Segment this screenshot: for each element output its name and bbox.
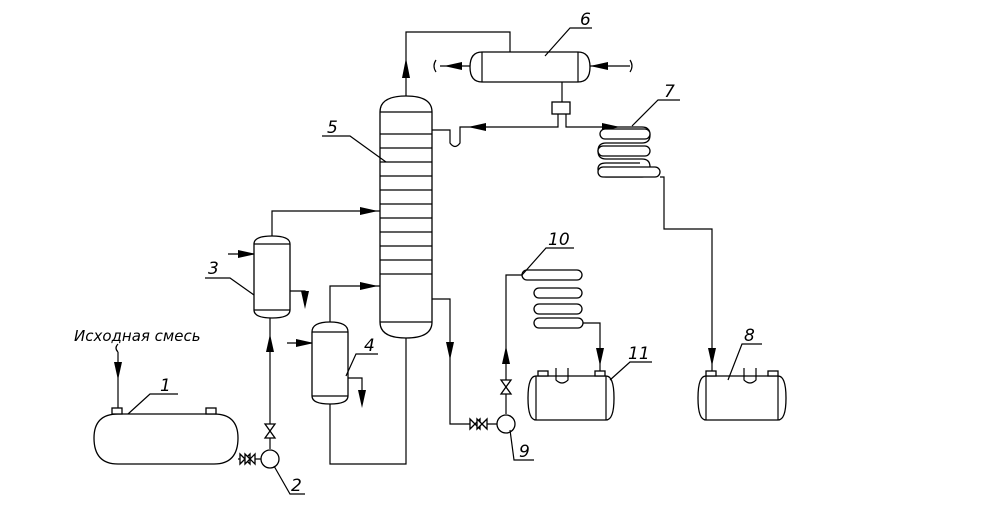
pipe-cooler10-tank11 — [583, 322, 601, 372]
pipe-boiler4-column — [329, 285, 380, 322]
arrow-boiler4-column — [360, 282, 378, 290]
leader-11 — [609, 361, 652, 381]
pipe-pump9-cooler10 — [505, 274, 522, 414]
arrow-heater3-column — [360, 207, 378, 215]
arrow-pump9-up — [502, 346, 510, 364]
splitter — [551, 101, 571, 115]
label-7: 7 — [664, 82, 675, 102]
pump-9 — [469, 379, 516, 434]
boiler-4 — [311, 321, 349, 405]
cooler-10 — [521, 269, 584, 329]
pipe-heater3-column — [271, 210, 380, 236]
pipe-column-residue — [432, 298, 498, 425]
arrow-boiler4-out — [358, 390, 366, 408]
leader-3 — [205, 277, 255, 296]
label-2: 2 — [291, 476, 302, 496]
cooling-water-wave-right — [629, 59, 633, 73]
label-8: 8 — [744, 326, 755, 346]
distillation-column — [379, 95, 433, 339]
label-1: 1 — [160, 376, 171, 396]
leader-8 — [727, 343, 762, 381]
cooling-water-wave-left — [433, 59, 437, 73]
label-9: 9 — [519, 442, 530, 462]
leader-10 — [521, 247, 574, 276]
arrow-residue-down — [446, 342, 454, 360]
leader-2 — [273, 465, 305, 495]
pipe-column-bottom-boiler4 — [329, 338, 407, 465]
heater-3 — [253, 235, 291, 319]
label-6: 6 — [580, 10, 591, 30]
column-trays — [380, 133, 432, 275]
cooler-7 — [597, 126, 661, 178]
feed-tank — [93, 407, 239, 465]
arrow-column-top — [402, 58, 410, 78]
arrow-to-tank8 — [708, 348, 716, 366]
feed-pipe-wave — [115, 343, 119, 353]
valve-2 — [263, 423, 277, 439]
label-10: 10 — [548, 230, 570, 250]
arrow-cooling-in — [590, 62, 608, 70]
residue-tank-11 — [527, 368, 615, 421]
leader-lines — [127, 27, 762, 495]
condenser-6 — [433, 51, 633, 115]
pipe-cooler7-tank8 — [660, 176, 713, 372]
label-11: 11 — [628, 344, 650, 364]
arrow-heater3-in — [238, 250, 256, 258]
arrow-to-tank11 — [596, 348, 604, 366]
arrow-cooling-out — [444, 62, 462, 70]
leader-9 — [509, 429, 534, 461]
leader-5 — [322, 135, 387, 163]
pump-2 — [239, 423, 280, 469]
boiler4-condensate-out — [346, 377, 363, 394]
arrow-pump2-up — [266, 334, 274, 352]
label-3: 3 — [208, 259, 219, 279]
pipe-reflux — [465, 114, 559, 128]
reflux-seal — [432, 126, 465, 148]
leader-1 — [127, 393, 178, 415]
arrow-boiler4-in — [296, 339, 314, 347]
leader-6 — [544, 27, 592, 57]
feed-label: Исходная смесь — [74, 327, 201, 345]
flow-arrows — [114, 58, 716, 408]
arrow-feed — [114, 362, 122, 380]
arrow-reflux — [468, 123, 486, 131]
valve-9 — [499, 379, 513, 395]
label-5: 5 — [327, 118, 338, 138]
leader-4 — [345, 353, 378, 377]
distillate-tank-8 — [697, 368, 787, 421]
leader-7 — [631, 99, 680, 127]
pipe-distillate — [565, 114, 630, 128]
label-4: 4 — [364, 336, 375, 356]
arrow-heater3-out — [301, 291, 309, 309]
